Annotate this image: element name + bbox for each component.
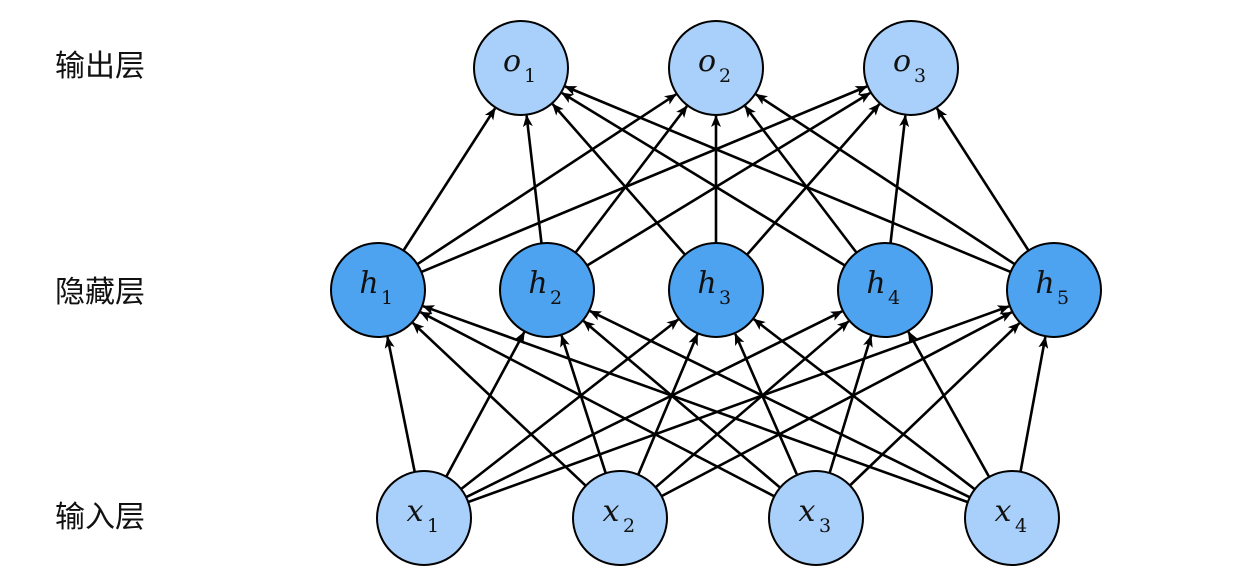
node-variable: x <box>799 494 816 529</box>
node-variable: x <box>995 494 1012 529</box>
edge-input4-to-hidden1 <box>422 304 969 504</box>
node-circle <box>863 20 959 116</box>
edge-input2-to-hidden1 <box>412 321 587 487</box>
node-circle <box>668 20 764 116</box>
edge-hidden5-to-output1 <box>564 85 1012 274</box>
edge-input1-to-hidden4 <box>465 310 843 499</box>
node-circle <box>330 242 426 338</box>
output-layer-label: 输出层 <box>55 49 145 84</box>
node-subscript: 3 <box>719 287 731 309</box>
edge-hidden5-to-output3 <box>935 107 1030 252</box>
edge-input3-to-hidden1 <box>419 311 775 498</box>
node-circle <box>768 470 864 566</box>
node-subscript: 4 <box>888 287 900 309</box>
node-circle <box>572 470 668 566</box>
input-layer-label: 输入层 <box>55 500 145 535</box>
edge-hidden1-to-output2 <box>416 93 677 266</box>
node-subscript: 2 <box>719 65 731 87</box>
edge-input3-to-hidden3 <box>734 333 799 476</box>
edge-input1-to-hidden5 <box>467 305 1010 504</box>
edge-hidden2-to-output1 <box>522 114 543 244</box>
node-circle <box>376 470 472 566</box>
node-circle <box>964 470 1060 566</box>
edge-hidden3-to-output3 <box>746 103 881 256</box>
edge-input3-to-hidden2 <box>582 320 781 489</box>
node-circle <box>1006 242 1102 338</box>
node-subscript: 2 <box>550 287 562 309</box>
node-variable: h <box>359 266 378 301</box>
node-subscript: 2 <box>623 515 635 537</box>
node-subscript: 4 <box>1015 515 1027 537</box>
edge-input1-to-hidden2 <box>445 331 526 478</box>
node-variable: x <box>603 494 620 529</box>
node-variable: h <box>866 266 885 301</box>
node-variable: o <box>503 44 521 79</box>
node-variable: h <box>528 266 547 301</box>
node-circle <box>473 20 569 116</box>
edge-input3-to-hidden4 <box>828 334 873 474</box>
node-variable: x <box>407 494 424 529</box>
edges <box>384 85 1049 504</box>
edge-hidden5-to-output2 <box>755 93 1016 266</box>
node-subscript: 1 <box>381 287 393 309</box>
edge-hidden1-to-output1 <box>402 107 497 252</box>
edge-input3-to-hidden5 <box>849 322 1021 487</box>
node-circle <box>499 242 595 338</box>
node-subscript: 1 <box>524 65 536 87</box>
node-circle <box>837 242 933 338</box>
edge-input4-to-hidden4 <box>907 331 991 478</box>
node-subscript: 1 <box>427 515 439 537</box>
node-subscript: 3 <box>819 515 831 537</box>
edge-input2-to-hidden3 <box>637 333 699 476</box>
edge-input2-to-hidden5 <box>660 311 1013 498</box>
edge-hidden4-to-output2 <box>744 105 858 254</box>
node-variable: o <box>698 44 716 79</box>
edge-hidden3-to-output1 <box>551 103 686 256</box>
hidden-layer-label: 隐藏层 <box>55 275 145 310</box>
edge-hidden2-to-output3 <box>586 91 871 267</box>
edge-input2-to-hidden4 <box>654 320 850 489</box>
node-subscript: 5 <box>1057 287 1069 309</box>
edge-input1-to-hidden1 <box>384 336 416 473</box>
edge-hidden4-to-output1 <box>561 91 846 267</box>
node-variable: h <box>697 266 716 301</box>
node-subscript: 3 <box>914 65 926 87</box>
edge-input4-to-hidden3 <box>753 318 976 491</box>
node-circle <box>668 242 764 338</box>
edge-input4-to-hidden5 <box>1019 336 1049 473</box>
edge-hidden2-to-output2 <box>574 105 688 254</box>
edge-input4-to-hidden2 <box>589 309 971 499</box>
edge-input1-to-hidden3 <box>460 318 680 491</box>
node-variable: h <box>1035 266 1054 301</box>
node-variable: o <box>893 44 911 79</box>
